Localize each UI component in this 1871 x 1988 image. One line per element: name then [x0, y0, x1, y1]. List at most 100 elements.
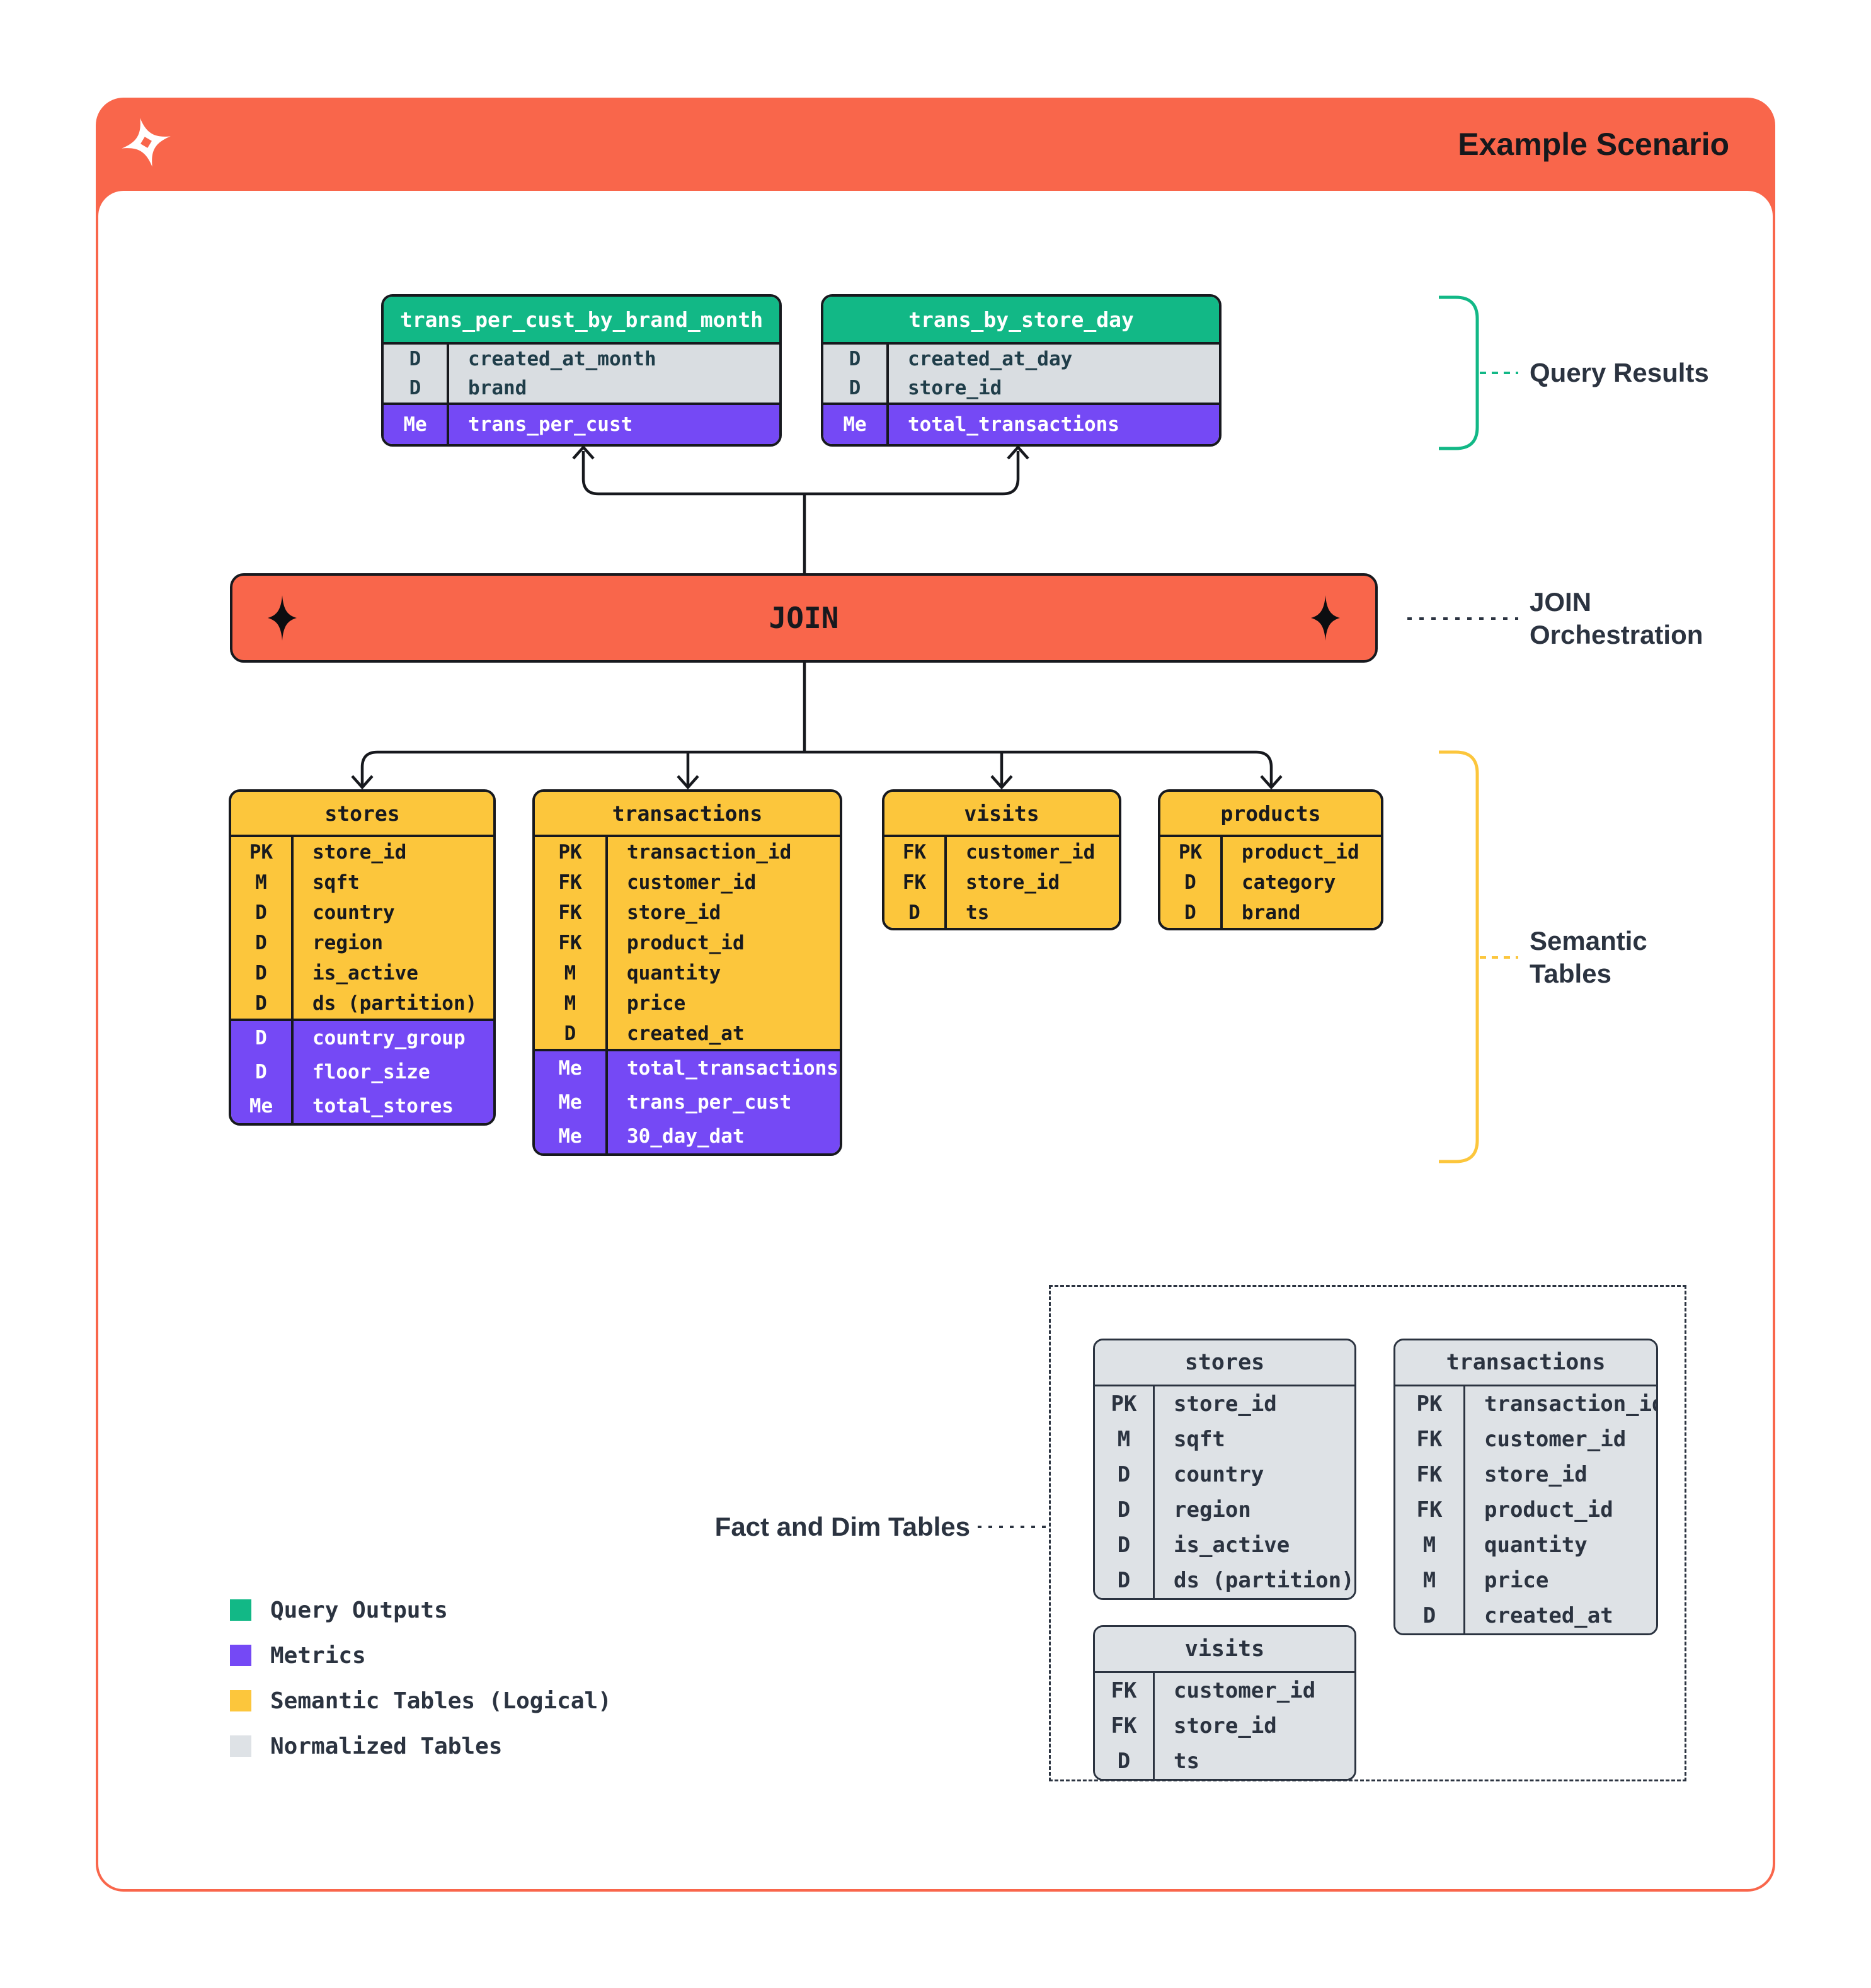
key-badge: D: [384, 374, 449, 403]
query-table-trans-by-store-day: trans_by_store_day D created_at_day D st…: [821, 294, 1222, 447]
semantic-table-visits: visits FK customer_id FK store_id D ts: [882, 789, 1121, 930]
field-name: ds (partition): [312, 992, 478, 1015]
fact-dim-region: [1049, 1285, 1686, 1781]
table-row: Me total_stores: [231, 1089, 493, 1123]
table-title: transactions: [1395, 1340, 1656, 1386]
table-row: D ds (partition): [231, 988, 493, 1019]
table-row: D country: [231, 898, 493, 928]
semantic-table-products: products PK product_id D category D bran…: [1158, 789, 1383, 930]
table-row: D region: [1095, 1492, 1354, 1528]
normalized-table-transactions: transactions PK transaction_id FK custom…: [1393, 1339, 1658, 1635]
field-name: price: [1484, 1568, 1549, 1593]
table-title: trans_by_store_day: [823, 297, 1219, 345]
semantic-table-transactions: transactions PK transaction_id FK custom…: [532, 789, 842, 1156]
table-row: FK product_id: [1395, 1492, 1656, 1528]
table-row: Me trans_per_cust: [535, 1085, 840, 1119]
normalized-tables-swatch: [230, 1735, 251, 1757]
field-name: region: [312, 932, 383, 954]
field-name: is_active: [312, 962, 418, 985]
key-badge: D: [231, 898, 294, 928]
table-row: PK transaction_id: [535, 837, 840, 867]
field-name: created_at: [1484, 1603, 1613, 1628]
field-name: brand: [1242, 901, 1301, 924]
table-row: D country: [1095, 1457, 1354, 1492]
legend-label: Normalized Tables: [270, 1733, 503, 1759]
metrics-swatch: [230, 1645, 251, 1666]
key-badge: Me: [384, 405, 449, 444]
semantic-tables-swatch: [230, 1690, 251, 1711]
key-badge: D: [535, 1019, 608, 1049]
field-name: country_group: [312, 1027, 466, 1049]
key-badge: FK: [535, 867, 608, 898]
table-title: stores: [1095, 1340, 1354, 1386]
table-row: FK customer_id: [1395, 1422, 1656, 1457]
field-name: country: [1174, 1462, 1264, 1487]
field-name: store_id: [1484, 1462, 1588, 1487]
page-title: Example Scenario: [1458, 127, 1729, 162]
legend-label: Query Outputs: [270, 1597, 448, 1623]
field-name: total_transactions: [908, 413, 1119, 436]
table-body: FK customer_id FK store_id D ts: [1095, 1673, 1354, 1779]
key-badge: PK: [1395, 1386, 1465, 1422]
key-badge: M: [1095, 1422, 1155, 1457]
table-row: FK customer_id: [1095, 1673, 1354, 1708]
field-name: product_id: [1484, 1497, 1613, 1522]
key-badge: D: [1095, 1563, 1155, 1598]
key-badge: PK: [535, 837, 608, 867]
table-title: visits: [884, 792, 1119, 837]
table-row: D created_at_month: [384, 345, 779, 374]
key-badge: D: [1095, 1744, 1155, 1779]
key-badge: Me: [535, 1085, 608, 1119]
field-name: trans_per_cust: [627, 1091, 792, 1114]
dimension-rows: D created_at_month D brand: [384, 345, 779, 403]
key-badge: D: [231, 928, 294, 958]
key-badge: D: [231, 1055, 294, 1089]
field-name: store_id: [312, 841, 407, 864]
table-row: D floor_size: [231, 1055, 493, 1089]
key-badge: D: [1095, 1457, 1155, 1492]
legend-item: Query Outputs: [230, 1587, 612, 1633]
key-badge: FK: [1395, 1422, 1465, 1457]
legend-item: Normalized Tables: [230, 1723, 612, 1769]
table-row: FK customer_id: [884, 837, 1119, 867]
key-badge: M: [535, 988, 608, 1019]
key-badge: FK: [535, 898, 608, 928]
diamond-icon: [268, 595, 297, 641]
table-row: D brand: [1160, 898, 1381, 928]
table-row: Me 30_day_dat: [535, 1119, 840, 1153]
legend-item: Semantic Tables (Logical): [230, 1678, 612, 1723]
table-row: M price: [535, 988, 840, 1019]
key-badge: D: [231, 1021, 294, 1055]
key-badge: Me: [535, 1119, 608, 1153]
table-row: Me trans_per_cust: [384, 405, 779, 444]
field-name: product_id: [1242, 841, 1359, 864]
field-name: transaction_id: [627, 841, 792, 864]
field-name: store_id: [908, 377, 1002, 399]
key-badge: D: [1095, 1492, 1155, 1528]
metric-rows: Me total_transactions: [823, 403, 1219, 444]
query-table-trans-per-cust-by-brand-month: trans_per_cust_by_brand_month D created_…: [381, 294, 782, 447]
table-row: D ts: [884, 898, 1119, 928]
key-badge: Me: [535, 1051, 608, 1085]
table-row: D created_at_day: [823, 345, 1219, 374]
table-row: PK store_id: [231, 837, 493, 867]
field-name: sqft: [312, 871, 360, 894]
field-name: created_at_month: [468, 348, 656, 370]
field-name: ts: [1174, 1749, 1199, 1774]
join-bar: JOIN: [230, 573, 1378, 663]
key-badge: D: [1160, 898, 1223, 928]
field-name: product_id: [627, 932, 745, 954]
table-row: D region: [231, 928, 493, 958]
table-title: trans_per_cust_by_brand_month: [384, 297, 779, 345]
key-badge: FK: [1095, 1708, 1155, 1744]
field-name: category: [1242, 871, 1336, 894]
field-name: is_active: [1174, 1533, 1290, 1558]
table-body: PK product_id D category D brand: [1160, 837, 1381, 928]
table-row: M quantity: [1395, 1528, 1656, 1563]
field-name: sqft: [1174, 1427, 1225, 1452]
field-name: ts: [966, 901, 990, 924]
dimension-rows: D created_at_day D store_id: [823, 345, 1219, 403]
key-badge: Me: [231, 1089, 294, 1123]
table-row: PK transaction_id: [1395, 1386, 1656, 1422]
